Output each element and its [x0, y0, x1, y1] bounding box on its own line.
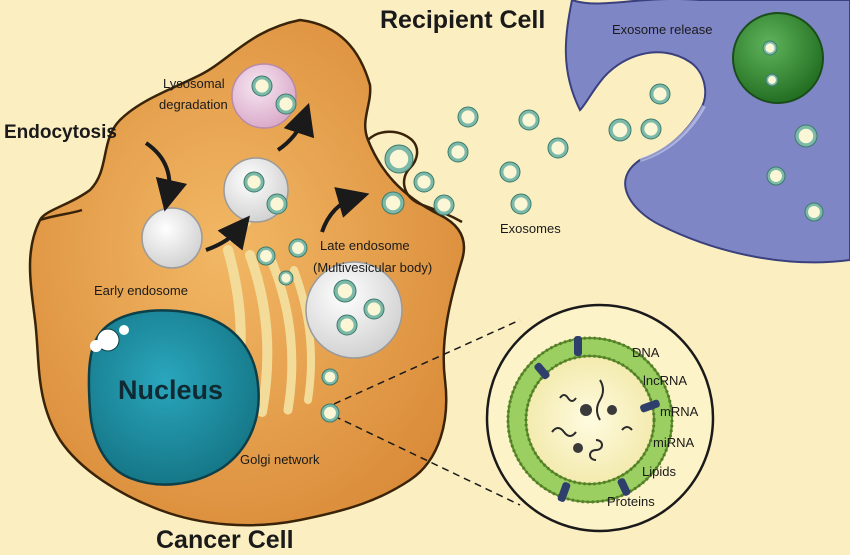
exosome-detail-panel	[485, 303, 715, 533]
exosome-core	[279, 97, 293, 111]
zoom-connector	[333, 319, 521, 506]
exosome-core	[765, 43, 775, 53]
exosome-core	[292, 242, 304, 254]
exosome-core	[337, 283, 353, 299]
cancer-cell-title: Cancer Cell	[156, 526, 294, 554]
exosome-core	[522, 113, 536, 127]
recipient-cell-title: Recipient Cell	[380, 6, 546, 34]
exosome-core	[367, 302, 381, 316]
exosome-core	[451, 145, 465, 159]
pathway-arrows	[144, 102, 370, 252]
endocytosis-label: Endocytosis	[4, 122, 117, 143]
exosome-core	[612, 122, 628, 138]
green-vesicle	[732, 12, 824, 104]
cargo-label: Lipids	[642, 464, 676, 479]
cargo-label: mRNA	[660, 404, 699, 419]
exosome-core	[417, 175, 431, 189]
exosome-core	[324, 407, 336, 419]
exosome-core	[461, 110, 475, 124]
exosomes-label: Exosomes	[500, 221, 561, 236]
exosome-core	[385, 195, 401, 211]
exosome-core	[551, 141, 565, 155]
late-endosome-label-line2: (Multivesicular body)	[313, 260, 433, 275]
exosome-core	[255, 79, 269, 93]
exosome-core	[247, 175, 261, 189]
exosome-particles	[243, 40, 824, 423]
exosome-core	[281, 273, 291, 283]
lysosomal-label-line2: degradation	[159, 97, 228, 112]
exosome-core	[437, 198, 451, 212]
exosome-core	[514, 197, 528, 211]
cargo-label: DNA	[632, 345, 660, 360]
exosome-core	[644, 122, 658, 136]
nucleus-label: Nucleus	[118, 375, 224, 405]
early-endosome-label: Early endosome	[94, 283, 188, 298]
cargo-label: miRNA	[653, 435, 695, 450]
golgi-label: Golgi network	[240, 452, 320, 467]
cargo-label: Proteins	[607, 494, 655, 509]
late-endosome	[305, 261, 403, 359]
exosome-core	[340, 318, 354, 332]
exosome-core	[324, 371, 336, 383]
exosome-core	[808, 206, 820, 218]
exosome-core	[770, 170, 782, 182]
early-endosome	[141, 207, 203, 269]
lysosomal-label-line1: Lysosomal	[163, 76, 225, 91]
late-endosome-label-line1: Late endosome	[320, 238, 410, 253]
exosome-release-label: Exosome release	[612, 22, 713, 37]
exosome-core	[389, 149, 409, 169]
exosome-core	[270, 197, 284, 211]
exosome-core	[653, 87, 667, 101]
exosome-core	[798, 128, 814, 144]
exosome-core	[768, 76, 776, 84]
exosome-core	[503, 165, 517, 179]
nucleus	[87, 309, 260, 486]
cargo-label: lncRNA	[643, 373, 688, 388]
exosome-core	[260, 250, 272, 262]
